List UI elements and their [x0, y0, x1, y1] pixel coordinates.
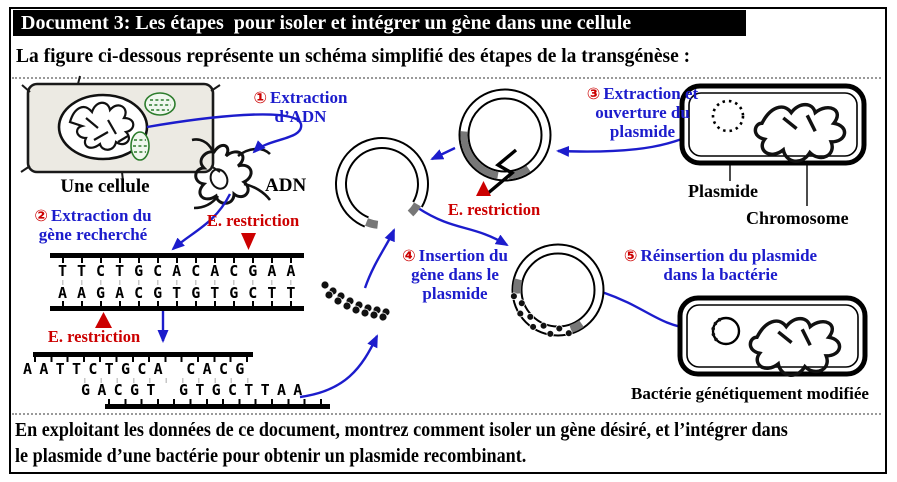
arrow-cell-to-adn — [146, 113, 303, 154]
dna2-top-sequence: AATTCTGCA CACG — [23, 360, 252, 378]
chromatin-scribble — [68, 101, 135, 151]
plasmid-cut — [458, 88, 552, 196]
e-restriction-label-2: E. restriction — [47, 327, 141, 346]
inserted-gene-beads — [510, 292, 573, 338]
step-2-number: ② — [34, 206, 48, 225]
separator-bottom — [12, 413, 881, 415]
small-plasmid-beads — [711, 317, 722, 342]
chloroplast-icon — [130, 92, 176, 161]
modified-bacterium-label: Bactérie génétiquement modifiée — [631, 384, 869, 403]
restriction-triangle-up-2 — [476, 181, 491, 196]
title-bar: Document 3: Les étapes pour isoler et in… — [13, 10, 746, 36]
outer-frame — [9, 7, 887, 474]
chromosome-label: Chromosome — [746, 208, 849, 228]
step-1-number: ① — [253, 88, 268, 107]
step-5-number: ⑤ — [623, 246, 638, 265]
arrow-cut-to-open — [430, 146, 456, 161]
e-restriction-label-3: E. restriction — [447, 200, 541, 219]
dna2-bottom-sequence: GACGT GTGCTTAA — [81, 381, 310, 399]
question-line-1: En exploitant les données de ce document… — [15, 420, 788, 441]
recombinant-plasmid-small — [711, 316, 741, 346]
question-line-2: le plasmide d’une bactérie pour obtenir … — [15, 446, 527, 467]
gene-beads — [320, 280, 391, 322]
figure-caption: La figure ci-dessous représente un schém… — [16, 46, 691, 67]
adn-label: ADN — [265, 175, 307, 196]
dna1-backbone-top — [50, 253, 304, 258]
plasmid-open — [335, 137, 429, 229]
cut-zigzag — [485, 148, 518, 196]
step-4-number: ④ — [402, 246, 416, 265]
cell-drawing — [20, 75, 221, 182]
step-3-number: ③ — [586, 84, 601, 103]
arrow-dna-to-gene — [299, 334, 379, 399]
chromosome-squiggle — [753, 102, 847, 163]
restriction-triangle-down — [241, 233, 256, 250]
dna2-backbone-top — [33, 352, 253, 357]
plasmid-recombinant — [510, 243, 605, 338]
chromosome-squiggle-2 — [748, 316, 842, 377]
arrow-adn-to-dna — [171, 193, 232, 251]
dna1-bottom-sequence: AAGACGTGTGCTT — [58, 284, 306, 302]
restriction-triangles — [95, 181, 491, 328]
arrow-to-recombinant — [417, 206, 509, 247]
arrow-gene-to-plasmid — [363, 228, 396, 289]
e-restriction-label-1: E. restriction — [206, 211, 300, 230]
plasmide-label: Plasmide — [688, 181, 758, 201]
plasmid-dotted-circle — [711, 99, 745, 133]
separator-top — [12, 77, 881, 79]
dna-strand-1: TTCTGCACACGAA AAGACGTGTGCTT — [50, 253, 306, 311]
cell-label: Une cellule — [60, 176, 150, 197]
dna1-top-sequence: TTCTGCACACGAA — [58, 262, 306, 280]
page-title: Document 3: Les étapes pour isoler et in… — [21, 12, 632, 34]
dna-strand-2: AATTCTGCA CACG GACGT GTGCTTAA — [20, 352, 335, 410]
restriction-triangle-up-1 — [95, 312, 112, 328]
leader-lines — [729, 163, 808, 206]
bacterium-source — [679, 83, 867, 206]
dna2-backbone-bottom — [105, 404, 330, 409]
dna1-backbone-bottom — [50, 306, 304, 311]
bacterium-modified — [677, 295, 868, 377]
